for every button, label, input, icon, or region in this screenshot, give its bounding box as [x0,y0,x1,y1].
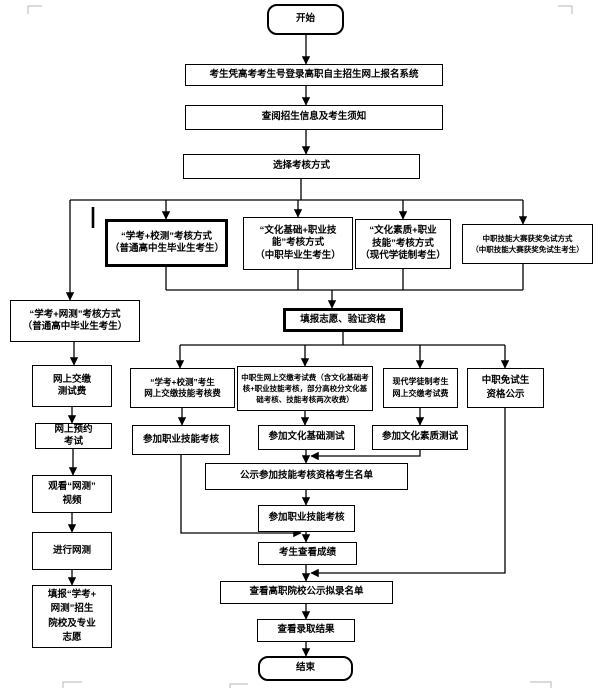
node-method-wenhua-jineng: “文化基础+职业技 能”考核方式 （中职毕业生考生） [243,217,353,270]
node-gongshi-list: 公示参加技能考核资格考生名单 [205,463,408,490]
node-mianshi-gongshi: 中职免试生 资格公示 [467,368,544,408]
page-artifact-marks [27,5,573,688]
node-method-mianshi: 中职技能大赛获奖免试方式 （中职技能大赛获奖免试生考生） [462,224,593,264]
node-method-suzhi-jineng: “文化素质+职业 技能”考核方式 （现代学徒制考生） [355,219,451,269]
node-watch-video: 观看“网测” 视频 [32,475,112,513]
node-end: 结束 [258,656,353,681]
node-read-info: 查阅招生信息及考生须知 [185,105,443,130]
node-culture-quality-test: 参加文化素质测试 [372,425,468,450]
node-start: 开始 [267,4,344,35]
node-fill-zhiyuan: 填报志愿、验证资格 [283,308,403,332]
node-do-wangce: 进行网测 [32,532,112,570]
node-view-result: 查看录取结果 [257,619,355,642]
node-pay-test-fee: 网上交缴 测试费 [32,365,112,407]
node-method-xuekao-xiaoce: “学考+校测”考核方式 （普通高中生毕业生考生） [105,219,228,267]
node-pay-xuetu-fee: 现代学徒制考生 网上交缴考试费 [383,368,458,408]
node-skill-exam-1: 参加职业技能考核 [132,425,230,455]
node-view-nilu-list: 查看高职院校公示拟录名单 [220,581,393,604]
node-choose-method: 选择考核方式 [183,154,420,179]
node-culture-base-test: 参加文化基础测试 [258,425,355,450]
node-pay-xiaoce-fee: “学考+校测”考生 网上交缴技能考核费 [130,368,235,408]
node-login-system: 考生凭高考考生号登录高职自主招生网上报名系统 [185,64,443,86]
node-fill-wangce-zhiyuan: 填报“学考+ 网测”招生 院校及专业 志愿 [32,585,112,648]
node-skill-exam-2: 参加职业技能考核 [258,505,355,532]
node-yuyue-exam: 网上预约 考试 [35,423,112,449]
node-view-score: 考生查看成绩 [258,542,357,565]
node-pay-zhongzhi-fee: 中职生网上交缴考试费（含文化基础考核+职业技能考核，部分高校分文化基础考核、技能… [237,366,373,411]
node-method-xuekao-wangce: “学考+网测”考核方式 （普通高中毕业生考生） [10,300,140,342]
